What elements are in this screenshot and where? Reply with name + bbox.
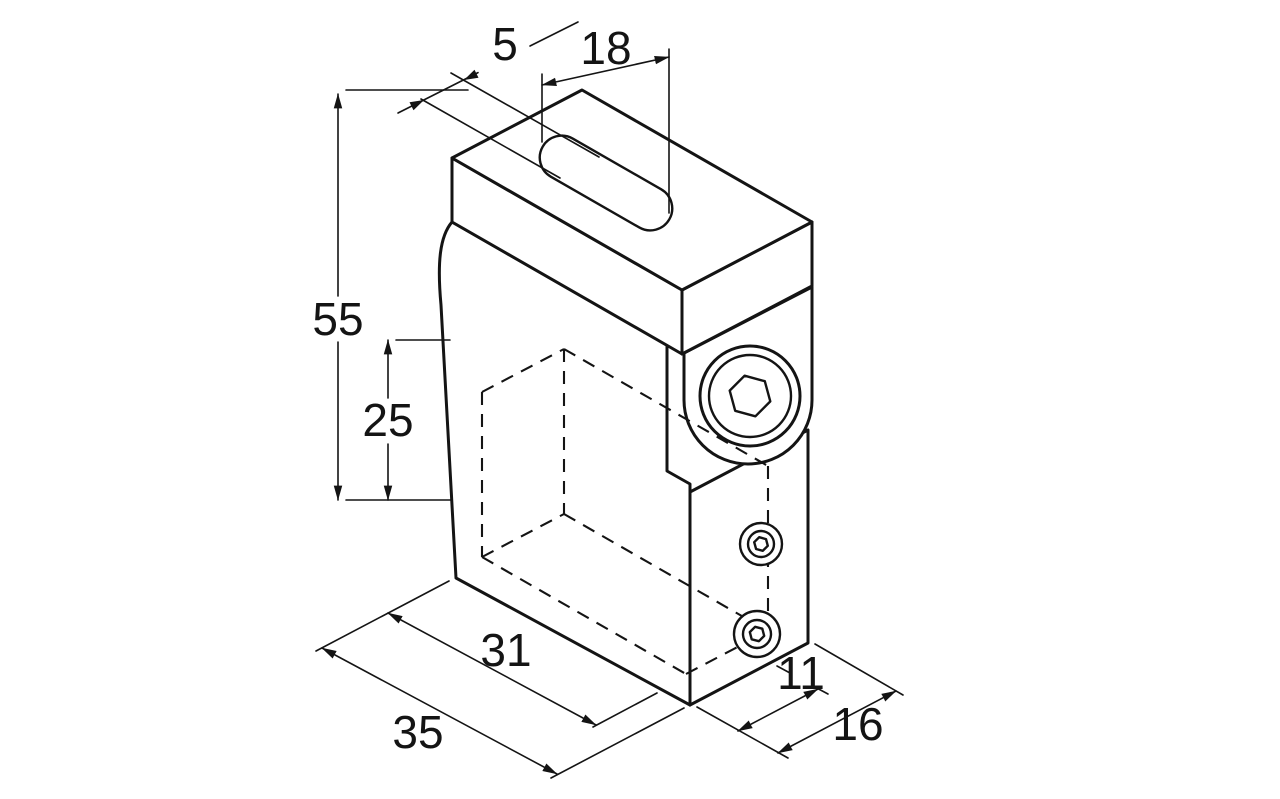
dim-11-label: 11 bbox=[777, 647, 825, 699]
dim-31-label: 31 bbox=[480, 624, 531, 676]
dim-line-16 bbox=[777, 690, 897, 754]
screw-lower-hex-icon bbox=[748, 625, 766, 643]
pivot-hex-socket-icon bbox=[728, 374, 772, 418]
hidden-edge bbox=[481, 513, 565, 558]
dim-16-label: 16 bbox=[832, 698, 883, 750]
dim-line-18 bbox=[541, 55, 670, 87]
extension-line bbox=[814, 643, 904, 696]
arrowhead bbox=[409, 100, 424, 111]
side-screws bbox=[732, 521, 784, 659]
dim-18-label: 18 bbox=[580, 22, 631, 74]
screw-upper-hex-icon bbox=[753, 536, 769, 552]
dim-line-5 bbox=[529, 21, 579, 47]
hidden-edge bbox=[563, 513, 769, 632]
dimension-16: 16 bbox=[777, 643, 904, 754]
top-plate-slot bbox=[538, 134, 674, 232]
extension-line bbox=[776, 665, 791, 674]
extension-line bbox=[315, 580, 450, 652]
extension-line bbox=[550, 707, 685, 779]
dim-35-label: 35 bbox=[392, 706, 443, 758]
dimension-55: 55 bbox=[312, 89, 469, 501]
hidden-edge bbox=[481, 348, 565, 393]
hidden-edge bbox=[563, 348, 769, 467]
dim-line-35 bbox=[321, 647, 558, 775]
extension-line bbox=[592, 692, 658, 728]
dimension-35: 35 bbox=[321, 647, 685, 779]
dim-25-label: 25 bbox=[362, 394, 413, 446]
extension-line bbox=[420, 98, 561, 179]
dim-line-5 bbox=[397, 71, 479, 114]
part-outline bbox=[437, 88, 814, 707]
dimension-18: 18 bbox=[541, 22, 670, 214]
extension-line bbox=[696, 706, 789, 759]
dim-55-label: 55 bbox=[312, 293, 363, 345]
dimension-25: 25 bbox=[362, 339, 451, 501]
arrowhead bbox=[464, 69, 479, 80]
extension-line bbox=[450, 72, 600, 158]
dim-5-label: 5 bbox=[492, 18, 518, 70]
dimension-5: 5 bbox=[397, 18, 600, 179]
